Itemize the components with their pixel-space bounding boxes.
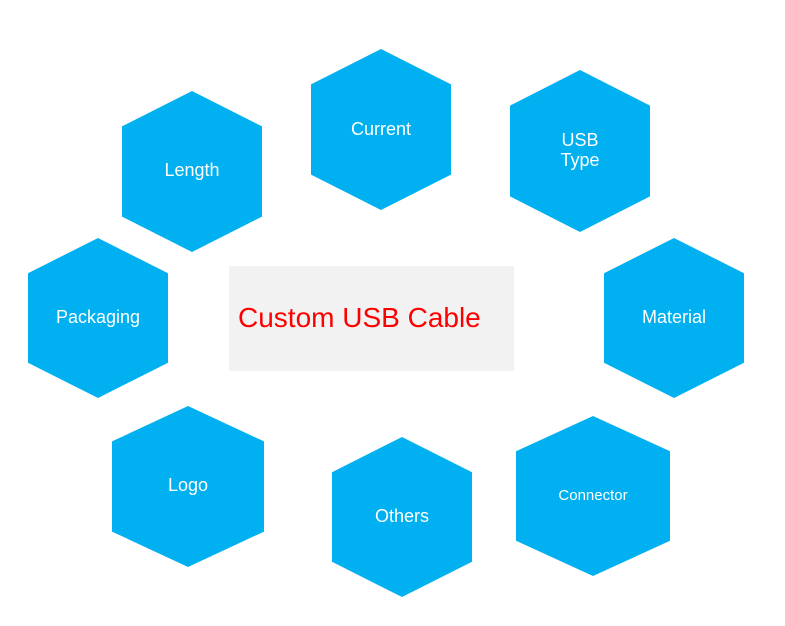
hexagon-shape xyxy=(311,49,451,210)
hexagon-label: Packaging xyxy=(56,307,140,327)
hexagon-label: Logo xyxy=(168,475,208,495)
hexagon-label: USB xyxy=(561,130,598,150)
hexagon-node-others: Others xyxy=(332,437,472,597)
hexagon-label: Connector xyxy=(558,487,627,504)
hexagon-label: Type xyxy=(560,150,599,170)
center-title: Custom USB Cable xyxy=(238,302,481,333)
hexagon-node-length: Length xyxy=(122,91,262,252)
hexagon-node-material: Material xyxy=(604,238,744,398)
hexagon-node-logo: Logo xyxy=(112,406,264,567)
center-title-box: Custom USB Cable xyxy=(229,266,514,371)
hexagon-shape xyxy=(510,70,650,232)
hexagon-shape xyxy=(122,91,262,252)
hexagon-shape xyxy=(112,406,264,567)
hexagon-shape xyxy=(332,437,472,597)
hexagon-shape xyxy=(516,416,670,576)
hexagon-shape xyxy=(604,238,744,398)
hexagon-shape xyxy=(28,238,168,398)
hexagon-node-connector: Connector xyxy=(516,416,670,576)
hexagon-node-packaging: Packaging xyxy=(28,238,168,398)
hexagon-node-current: Current xyxy=(311,49,451,210)
hexagon-label: Length xyxy=(164,160,219,180)
hexagon-label: Current xyxy=(351,119,411,139)
hexagon-label: Others xyxy=(375,506,429,526)
hexagon-label: Material xyxy=(642,307,706,327)
